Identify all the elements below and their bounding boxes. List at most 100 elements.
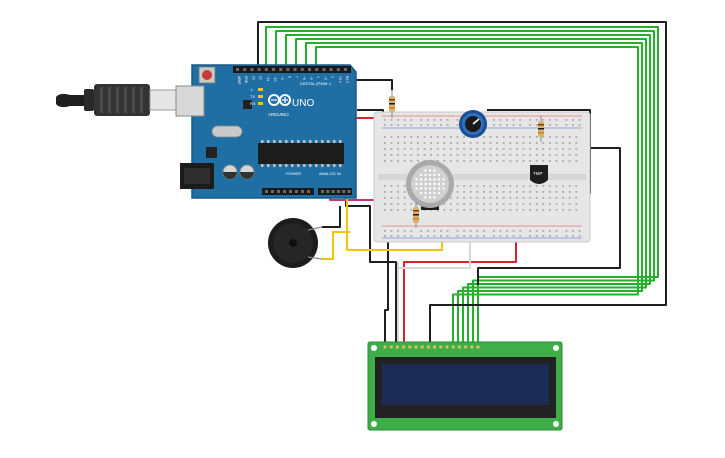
- digital-pin[interactable]: [272, 68, 275, 71]
- pin-label: TX 1: [338, 76, 342, 83]
- lcd-pin[interactable]: [426, 345, 430, 349]
- lcd-pin[interactable]: [476, 345, 480, 349]
- pin-label: ~9: [280, 76, 284, 80]
- lcd-pin[interactable]: [433, 345, 437, 349]
- digital-pin[interactable]: [293, 68, 297, 71]
- digital-pin[interactable]: [243, 68, 247, 71]
- lcd-screen: [382, 364, 549, 405]
- power-pin[interactable]: [307, 190, 310, 193]
- led-l: [258, 88, 263, 91]
- lcd-pin[interactable]: [470, 345, 474, 349]
- lcd-pin[interactable]: [439, 345, 443, 349]
- pin-label: ~6: [302, 76, 306, 80]
- lcd-16x2[interactable]: [367, 341, 563, 431]
- digital-pin[interactable]: [250, 68, 254, 71]
- digital-pin[interactable]: [300, 68, 304, 71]
- lcd-pin[interactable]: [395, 345, 399, 349]
- lcd-pin[interactable]: [457, 345, 461, 349]
- usb-cable[interactable]: [56, 84, 181, 116]
- power-pin[interactable]: [283, 190, 286, 193]
- arduino-uno-board[interactable]: L TX RX UNO ARDUINO DIGITAL (PWM~) ANALO…: [175, 64, 357, 199]
- reset-button-cap[interactable]: [202, 70, 212, 80]
- digital-pin[interactable]: [329, 68, 333, 71]
- lcd-pin[interactable]: [464, 345, 468, 349]
- wire-white[interactable]: [397, 240, 471, 269]
- pin-label: GND: [244, 76, 248, 84]
- pin-label: 7: [295, 76, 299, 78]
- board-model: UNO: [292, 98, 314, 109]
- digital-pin[interactable]: [336, 68, 340, 71]
- wire-green-lcd-data[interactable]: [305, 42, 643, 345]
- analog-pin[interactable]: [321, 190, 324, 193]
- chip-small: [243, 100, 252, 109]
- power-pin[interactable]: [301, 190, 304, 193]
- potentiometer[interactable]: [459, 110, 487, 138]
- digital-pin[interactable]: [308, 68, 311, 71]
- digital-pin[interactable]: [322, 68, 326, 71]
- arduino-logo: [268, 94, 291, 106]
- pin-label: 2: [331, 76, 335, 78]
- power-pin[interactable]: [271, 190, 274, 193]
- resistor-3[interactable]: [413, 202, 419, 228]
- lcd-pin[interactable]: [402, 345, 406, 349]
- digital-header-label: DIGITAL (PWM~): [300, 81, 332, 86]
- power-pin[interactable]: [295, 190, 298, 193]
- digital-pin[interactable]: [257, 68, 261, 71]
- power-pin-header[interactable]: [262, 188, 314, 195]
- resistor-2[interactable]: [538, 116, 544, 142]
- digital-pin[interactable]: [236, 68, 239, 71]
- analog-pin-header[interactable]: [318, 188, 352, 195]
- led-tx: [258, 95, 263, 98]
- digital-pin-header[interactable]: [233, 66, 351, 73]
- temperature-sensor[interactable]: TMP: [530, 165, 548, 184]
- pin-label: 12: [259, 76, 263, 80]
- digital-pin[interactable]: [315, 68, 319, 71]
- wire-green-lcd-data[interactable]: [315, 46, 639, 345]
- power-pin[interactable]: [289, 190, 292, 193]
- power-pin[interactable]: [265, 190, 268, 193]
- usb-port: [175, 85, 205, 117]
- breadboard-center-channel: [378, 174, 586, 180]
- board-brand: ARDUINO: [268, 112, 289, 117]
- led-label-l: L: [251, 87, 254, 92]
- power-pin[interactable]: [277, 190, 280, 193]
- wire-black-lcd-left[interactable]: [384, 220, 389, 345]
- temp-sensor-label: TMP: [533, 171, 543, 176]
- digital-pin[interactable]: [344, 68, 347, 71]
- digital-pin[interactable]: [286, 68, 290, 71]
- lcd-pin[interactable]: [383, 345, 387, 349]
- led-label-tx: TX: [250, 94, 255, 99]
- lcd-pin[interactable]: [414, 345, 418, 349]
- power-header-label: POWER: [286, 171, 301, 176]
- pin-label: 13: [251, 76, 255, 80]
- analog-pin[interactable]: [347, 190, 351, 193]
- lcd-pin[interactable]: [420, 345, 424, 349]
- analog-pin[interactable]: [331, 190, 335, 193]
- pin-label: ~11: [266, 76, 270, 81]
- lcd-pin[interactable]: [445, 345, 449, 349]
- wire-black-lcd[interactable]: [257, 21, 667, 345]
- digital-pin[interactable]: [264, 68, 268, 71]
- analog-pin[interactable]: [336, 190, 340, 193]
- chip-small: [206, 147, 217, 158]
- lcd-pin[interactable]: [389, 345, 393, 349]
- crystal: [211, 125, 243, 138]
- lcd-pin[interactable]: [408, 345, 412, 349]
- led-label-rx: RX: [250, 101, 256, 106]
- analog-pin[interactable]: [326, 190, 330, 193]
- analog-header-label: ANALOG IN: [319, 171, 341, 176]
- digital-pin[interactable]: [279, 68, 283, 71]
- pin-label: 8: [287, 76, 291, 78]
- gas-sensor[interactable]: [406, 160, 454, 210]
- pin-label: RX 0: [345, 76, 349, 83]
- resistor-1[interactable]: [389, 90, 395, 118]
- wire-green-lcd-data[interactable]: [295, 38, 647, 345]
- piezo-buzzer[interactable]: [268, 218, 323, 268]
- lcd-pin[interactable]: [451, 345, 455, 349]
- pin-label: ~10: [273, 76, 277, 82]
- wire-yellow-buzzer-pin[interactable]: [322, 231, 350, 260]
- analog-pin[interactable]: [342, 190, 346, 193]
- wire-black-buzzer[interactable]: [322, 206, 341, 228]
